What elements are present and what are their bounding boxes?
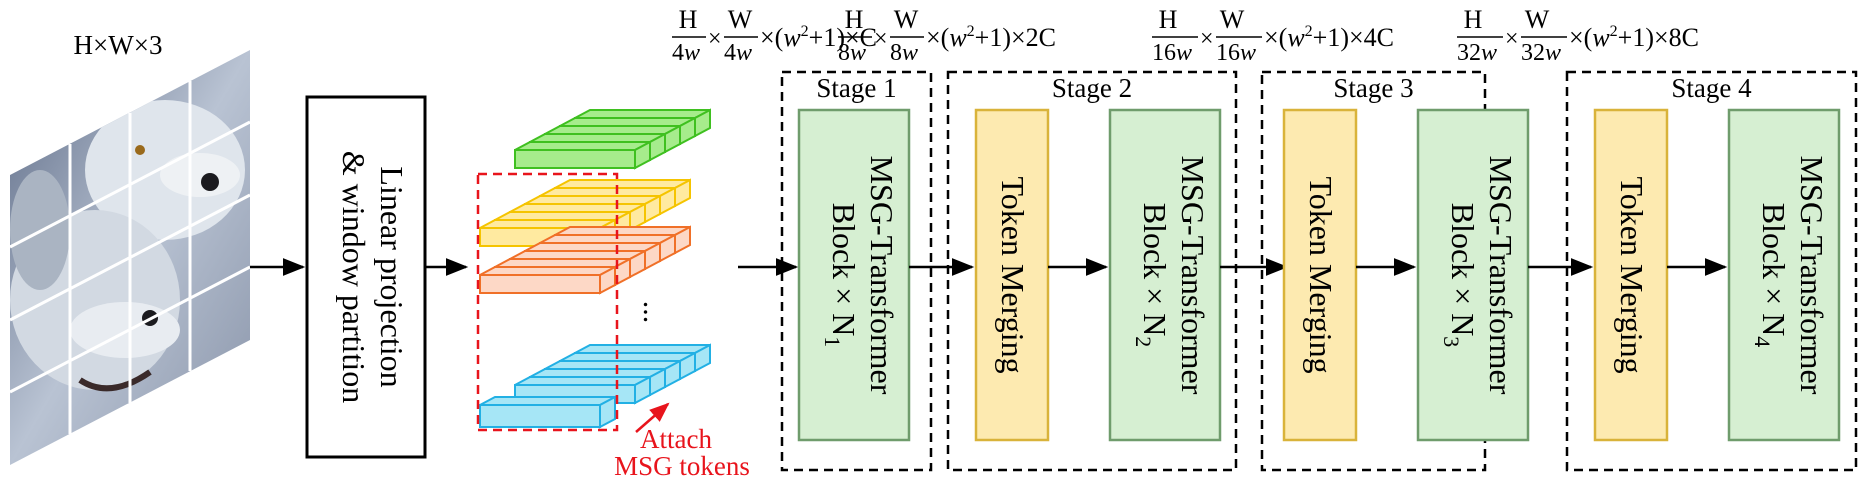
stage-4-outline [1565, 70, 1858, 472]
blue-token-slab-front [479, 395, 616, 429]
dim-times: × [1200, 26, 1214, 52]
image-window-grid [9, 81, 251, 434]
dim-denominator: 4w [672, 40, 700, 66]
orange-token-slabs [479, 225, 691, 295]
input-image-group: H×W×3 [9, 30, 251, 465]
token-merging-block-2: Token Merging [974, 108, 1050, 442]
token-merging-block-4: Token Merging [1593, 108, 1669, 442]
attach-label-line1: Attach [640, 424, 712, 454]
msg-block-repeat: Block × N1 [820, 203, 862, 348]
token-merging-label: Token Merging [995, 176, 1031, 373]
input-size-label: H×W×3 [74, 30, 163, 60]
linear-projection-box: Linear projection & window partition [305, 95, 427, 459]
green-token-slabs [514, 108, 711, 170]
dim-numerator: W [728, 5, 753, 34]
msg-block-title: MSG-Transformer [1483, 156, 1519, 395]
dim-times: × [874, 26, 888, 52]
msg-block-repeat: Block × N2 [1131, 203, 1173, 348]
token-stack [479, 108, 711, 429]
dim-tail: ×(w2+1)×4C [1264, 23, 1394, 52]
stage-1-title: Stage 1 [816, 73, 896, 103]
blue-token-slabs [514, 343, 711, 405]
dim-denominator: 16w [1216, 40, 1256, 66]
dim-denominator: 16w [1152, 40, 1192, 66]
msg-block-repeat: Block × N4 [1750, 203, 1792, 348]
dim-numerator: H [845, 5, 864, 34]
dim-numerator: H [1159, 5, 1178, 34]
dim-numerator: H [679, 5, 698, 34]
attach-arrow [635, 402, 670, 433]
token-merging-block-3: Token Merging [1282, 108, 1358, 442]
dim-denominator: 8w [838, 40, 866, 66]
dim-denominator: 32w [1521, 40, 1561, 66]
dim-times: × [1505, 26, 1519, 52]
msg-block-title: MSG-Transformer [1175, 156, 1211, 395]
dim-numerator: H [1464, 5, 1483, 34]
linear-projection-line2: & window partition [336, 151, 372, 403]
dim-numerator: W [1525, 5, 1550, 34]
token-merging-label: Token Merging [1614, 176, 1650, 373]
dim-numerator: W [894, 5, 919, 34]
dim-denominator: 8w [890, 40, 918, 66]
stage-1-dims: H4w×W4w×(w2+1)×C [672, 5, 877, 66]
stage-2-dims: H8w×W8w×(w2+1)×2C [838, 5, 1056, 66]
dim-tail: ×(w2+1)×8C [1569, 23, 1699, 52]
dim-denominator: 4w [724, 40, 752, 66]
dim-numerator: W [1220, 5, 1245, 34]
stage-4-title: Stage 4 [1671, 73, 1752, 103]
dim-denominator: 32w [1457, 40, 1497, 66]
msg-block-repeat: Block × N3 [1439, 203, 1481, 348]
stage-1-outline [780, 70, 933, 472]
attach-group-outline [476, 172, 619, 432]
stage-2-title: Stage 2 [1052, 73, 1132, 103]
token-stack-ellipsis: ... [637, 301, 670, 324]
attach-label-line2: MSG tokens [614, 451, 750, 481]
dim-tail: ×(w2+1)×2C [926, 23, 1056, 52]
msg-block-title: MSG-Transformer [1794, 156, 1830, 395]
msg-block-title: MSG-Transformer [864, 156, 900, 395]
stage-2-outline [946, 70, 1238, 472]
stage-3-title: Stage 3 [1333, 73, 1413, 103]
dim-times: × [708, 26, 722, 52]
linear-projection-line1: Linear projection [374, 166, 410, 387]
token-merging-label: Token Merging [1303, 176, 1339, 373]
